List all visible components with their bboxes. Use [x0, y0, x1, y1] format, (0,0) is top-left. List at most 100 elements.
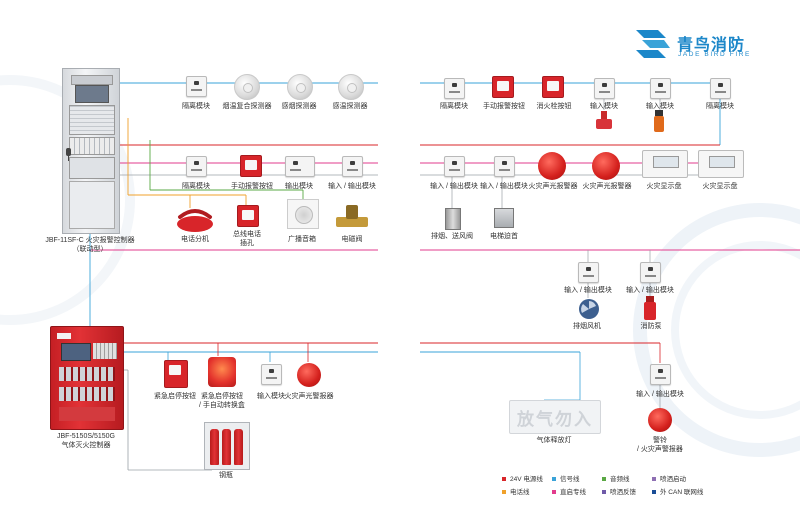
gas-release-sign-text: 放气勿入: [517, 410, 593, 429]
smoke-exhaust-fan-label: 排烟风机: [573, 323, 601, 330]
legend-item: 外 CAN 联网线: [652, 486, 703, 496]
hydrant-button-label: 消火栓按钮: [536, 103, 572, 110]
elevator-label: 电梯迫首: [490, 233, 518, 240]
isolator-module-icon-4: [710, 78, 731, 99]
fire-display-panel-label-1: 火灾显示盘: [646, 183, 682, 190]
isolator-module-label-3: 隔离模块: [440, 103, 468, 110]
legend-item: 24V 电源线: [502, 473, 543, 483]
legend-label: 24V 电源线: [510, 476, 543, 483]
smoke-vent-damper-icon: [445, 208, 461, 230]
io-module-icon-2: [444, 156, 465, 177]
sound-light-alarm-icon-1: [538, 152, 566, 180]
io-module-label-1: 输入 / 输出模块: [328, 183, 376, 190]
io-module-icon-1: [342, 156, 363, 177]
phone-handset-icon: [177, 209, 213, 232]
sound-light-alarm-icon-3: [297, 363, 321, 387]
fire-pump-icon: [644, 296, 656, 320]
legend-swatch: [652, 477, 656, 482]
hydrant-button-icon: [542, 76, 564, 98]
isolator-module-icon-3: [444, 78, 465, 99]
isolator-module-label-1: 隔离模块: [182, 103, 210, 110]
main-controller-sublabel: （联动型）: [72, 246, 108, 253]
gas-cylinder-label: 钢瓶: [219, 472, 233, 479]
legend-item: 音频线: [602, 473, 630, 483]
smoke-heat-detector-label: 烟温复合探测器: [222, 103, 272, 110]
alarm-bell-label-1: 警铃: [653, 437, 667, 444]
legend-item: 喷洒启动: [652, 473, 686, 483]
phone-extension-label: 电话分机: [181, 236, 209, 243]
isolator-module-label-4: 隔离模块: [706, 103, 734, 110]
phone-jack-sublabel: 插孔: [240, 240, 254, 247]
fire-display-panel-label-2: 火灾显示盘: [702, 183, 738, 190]
legend-label: 外 CAN 联网线: [660, 489, 704, 496]
smoke-exhaust-fan-icon: [579, 299, 599, 319]
output-module-label: 输出模块: [285, 183, 313, 190]
brand-name: 青鸟消防: [677, 37, 746, 54]
gas-extinguishing-controller: [50, 326, 124, 430]
solenoid-valve-label: 电磁阀: [341, 236, 363, 243]
legend-item: 喷洒反馈: [602, 486, 636, 496]
legend-label: 电话线: [510, 489, 530, 496]
gas-controller-label: JBF-5150S/5150G: [57, 433, 115, 440]
alarm-bell-label-2: / 火灾声警报器: [637, 446, 683, 453]
io-module-label-4: 输入 / 输出模块: [564, 287, 612, 294]
legend-swatch: [552, 490, 556, 495]
microphone-icon: [66, 148, 71, 161]
broadcast-speaker-label: 广播音箱: [288, 236, 316, 243]
input-module-icon-2: [650, 78, 671, 99]
sound-light-alarm-label-1: 火灾声光报警器: [528, 183, 578, 190]
legend-label: 喷洒启动: [660, 476, 686, 483]
manual-alarm-button-icon: [240, 155, 262, 177]
elevator-icon: [494, 208, 514, 228]
sound-light-alarm-icon-2: [592, 152, 620, 180]
gas-cylinder-cabinet-icon: [204, 422, 250, 470]
isolator-module-icon: [186, 76, 207, 97]
io-module-icon-5: [640, 262, 661, 283]
emergency-switch-label-1: 紧急启停按钮: [201, 393, 243, 400]
legend-label: 直启专线: [560, 489, 586, 496]
fire-display-panel-icon-1: [642, 150, 688, 178]
legend-swatch: [552, 477, 556, 482]
manual-alarm-button-label-1: 手动报警按钮: [231, 183, 273, 190]
signal-valve-icon: [654, 110, 664, 132]
io-module-icon-6: [650, 364, 671, 385]
input-module-icon-1: [594, 78, 615, 99]
gas-release-lamp-sign-icon: 放气勿入: [509, 400, 601, 434]
gas-release-lamp-label: 气体释放灯: [536, 437, 572, 444]
legend-swatch: [602, 490, 606, 495]
legend-swatch: [502, 490, 506, 495]
io-module-label-5: 输入 / 输出模块: [626, 287, 674, 294]
output-module-icon: [285, 156, 315, 177]
heat-detector-label: 感温探测器: [332, 103, 368, 110]
emergency-stop-button-label: 紧急启停按钮: [154, 393, 196, 400]
legend-swatch: [502, 477, 506, 482]
io-module-icon-4: [578, 262, 599, 283]
jade-bird-logo-icon: [636, 30, 670, 58]
io-module-icon-3: [494, 156, 515, 177]
input-module-label-1: 输入模块: [590, 103, 618, 110]
manual-alarm-button-label-2: 手动报警按钮: [483, 103, 525, 110]
io-module-label-3: 输入 / 输出模块: [480, 183, 528, 190]
smoke-detector-label: 感烟探测器: [281, 103, 317, 110]
isolator-module-label-2: 隔离模块: [182, 183, 210, 190]
input-module-icon-3: [261, 364, 282, 385]
sound-light-alarm-label-2: 火灾声光报警器: [582, 183, 632, 190]
brand-subtitle: JADE BIRD FIRE: [678, 51, 751, 58]
input-module-label-3: 输入模块: [257, 393, 285, 400]
heat-detector-icon: [338, 74, 364, 100]
legend-item: 信号线: [552, 473, 580, 483]
alarm-bell-icon: [648, 408, 672, 432]
isolator-module-icon-2: [186, 156, 207, 177]
input-module-label-2: 输入模块: [646, 103, 674, 110]
io-module-label-6: 输入 / 输出模块: [636, 391, 684, 398]
gas-controller-sublabel: 气体灭火控制器: [61, 442, 111, 449]
emergency-switch-label-2: / 手自动转换盒: [199, 402, 245, 409]
phone-jack-icon: [237, 205, 259, 227]
water-flow-indicator-icon: [596, 111, 612, 129]
emergency-switch-box-icon: [208, 357, 236, 387]
smoke-detector-icon: [287, 74, 313, 100]
fire-pump-label: 消防泵: [640, 323, 662, 330]
main-controller-label: JBF-11SF-C 火灾报警控制器: [45, 237, 135, 244]
manual-alarm-button-icon-2: [492, 76, 514, 98]
